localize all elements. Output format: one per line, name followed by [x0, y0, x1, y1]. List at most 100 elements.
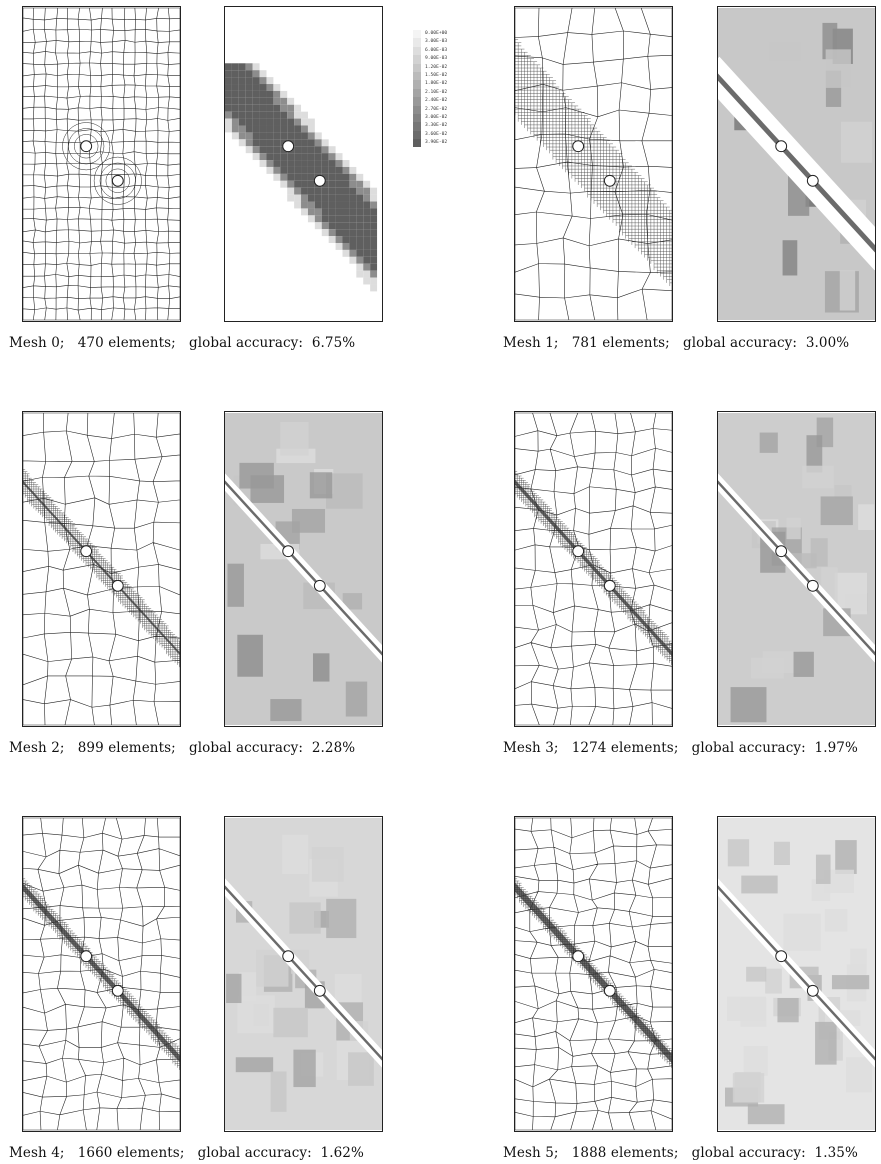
- error-cell: [342, 229, 350, 237]
- error-cell: [259, 118, 267, 126]
- error-cell: [245, 63, 253, 71]
- error-cell: [294, 201, 302, 209]
- error-cell: [238, 97, 246, 105]
- mesh-caption: Mesh 1; 781 elements; global accuracy: 3…: [503, 335, 850, 351]
- error-cell: [259, 160, 267, 167]
- error-cell: [342, 194, 350, 202]
- hole-marker: [572, 950, 585, 963]
- error-cell: [225, 118, 232, 126]
- legend-entry: 2.70E-02: [413, 105, 483, 114]
- hole-marker: [80, 545, 93, 558]
- error-cell: [294, 118, 302, 126]
- error-cell: [280, 132, 288, 140]
- error-cell: [349, 187, 357, 195]
- error-cell: [266, 139, 274, 147]
- error-cell: [363, 270, 371, 278]
- mesh-grid-panel: [514, 411, 673, 727]
- error-cell: [273, 160, 281, 167]
- error-cell: [245, 90, 253, 98]
- mesh-grid-panel: [514, 816, 673, 1132]
- legend-label: 1.50E-02: [425, 72, 448, 78]
- error-cell: [252, 153, 260, 161]
- error-cell: [349, 249, 357, 257]
- error-cell: [335, 194, 343, 202]
- error-patch: [765, 968, 782, 994]
- error-cell: [231, 118, 239, 126]
- error-cell: [363, 194, 371, 202]
- legend-entry: 1.80E-02: [413, 80, 483, 89]
- mesh-grid-svg: [515, 412, 672, 726]
- hole-marker: [603, 579, 616, 592]
- hole-marker: [282, 140, 295, 153]
- error-cell: [301, 173, 308, 181]
- error-cell: [238, 63, 246, 71]
- error-cell: [363, 215, 371, 223]
- error-patch: [273, 1007, 308, 1038]
- error-cell: [287, 104, 295, 112]
- error-cell: [356, 201, 364, 209]
- error-cell: [335, 160, 343, 167]
- error-cell: [356, 229, 364, 237]
- error-patch: [289, 902, 321, 934]
- error-cell: [363, 263, 371, 271]
- error-cell: [287, 153, 295, 161]
- error-cell: [342, 201, 350, 209]
- error-cell: [266, 160, 274, 167]
- error-cell: [252, 77, 260, 85]
- error-cell: [335, 166, 343, 174]
- error-cell: [294, 146, 302, 154]
- error-cell: [301, 201, 308, 209]
- error-cell: [252, 63, 260, 71]
- error-cell: [231, 125, 239, 133]
- error-patch: [769, 42, 801, 62]
- error-cell: [245, 118, 253, 126]
- error-cell: [349, 215, 357, 223]
- crack-line: [718, 73, 875, 253]
- error-cell: [356, 249, 364, 257]
- error-map-panel: [224, 411, 383, 727]
- error-cell: [294, 173, 302, 181]
- error-cell: [266, 166, 274, 174]
- hole-marker: [775, 140, 788, 153]
- error-cell: [245, 139, 253, 147]
- error-cell: [301, 132, 308, 140]
- error-cell: [349, 256, 357, 264]
- hole-marker: [282, 545, 295, 558]
- crack-line: [225, 885, 382, 1061]
- error-cell: [342, 215, 350, 223]
- legend-swatch: [413, 46, 421, 56]
- error-cell: [252, 97, 260, 105]
- error-patch: [309, 472, 333, 499]
- legend-entry: 6.00E-03: [413, 46, 483, 56]
- error-cell: [225, 63, 232, 71]
- error-cell: [259, 146, 267, 154]
- legend-entry: 9.00E-03: [413, 55, 483, 64]
- error-cell: [252, 125, 260, 133]
- error-cell: [273, 84, 281, 91]
- legend-swatch: [413, 55, 421, 64]
- error-patch: [824, 908, 848, 932]
- error-cell: [287, 132, 295, 140]
- error-cell: [356, 236, 364, 243]
- error-cell: [259, 70, 267, 78]
- error-cell: [266, 153, 274, 161]
- error-cell: [321, 222, 329, 230]
- error-cell: [307, 215, 315, 223]
- error-cell: [321, 146, 329, 154]
- error-cell: [335, 187, 343, 195]
- error-cell: [259, 84, 267, 91]
- mesh-lines: [515, 412, 672, 726]
- error-cell: [328, 215, 336, 223]
- error-cell: [314, 187, 322, 195]
- error-cell: [273, 111, 281, 119]
- error-cell: [349, 180, 357, 188]
- error-cell: [238, 90, 246, 98]
- legend-swatch: [413, 63, 421, 72]
- legend-entry: 3.00E-02: [413, 113, 483, 123]
- error-map-panel: [717, 816, 876, 1132]
- error-cell: [287, 187, 295, 195]
- error-cell: [328, 146, 336, 154]
- legend-label: 6.00E-03: [425, 47, 448, 53]
- legend-swatch: [413, 30, 421, 39]
- error-cell: [356, 194, 364, 202]
